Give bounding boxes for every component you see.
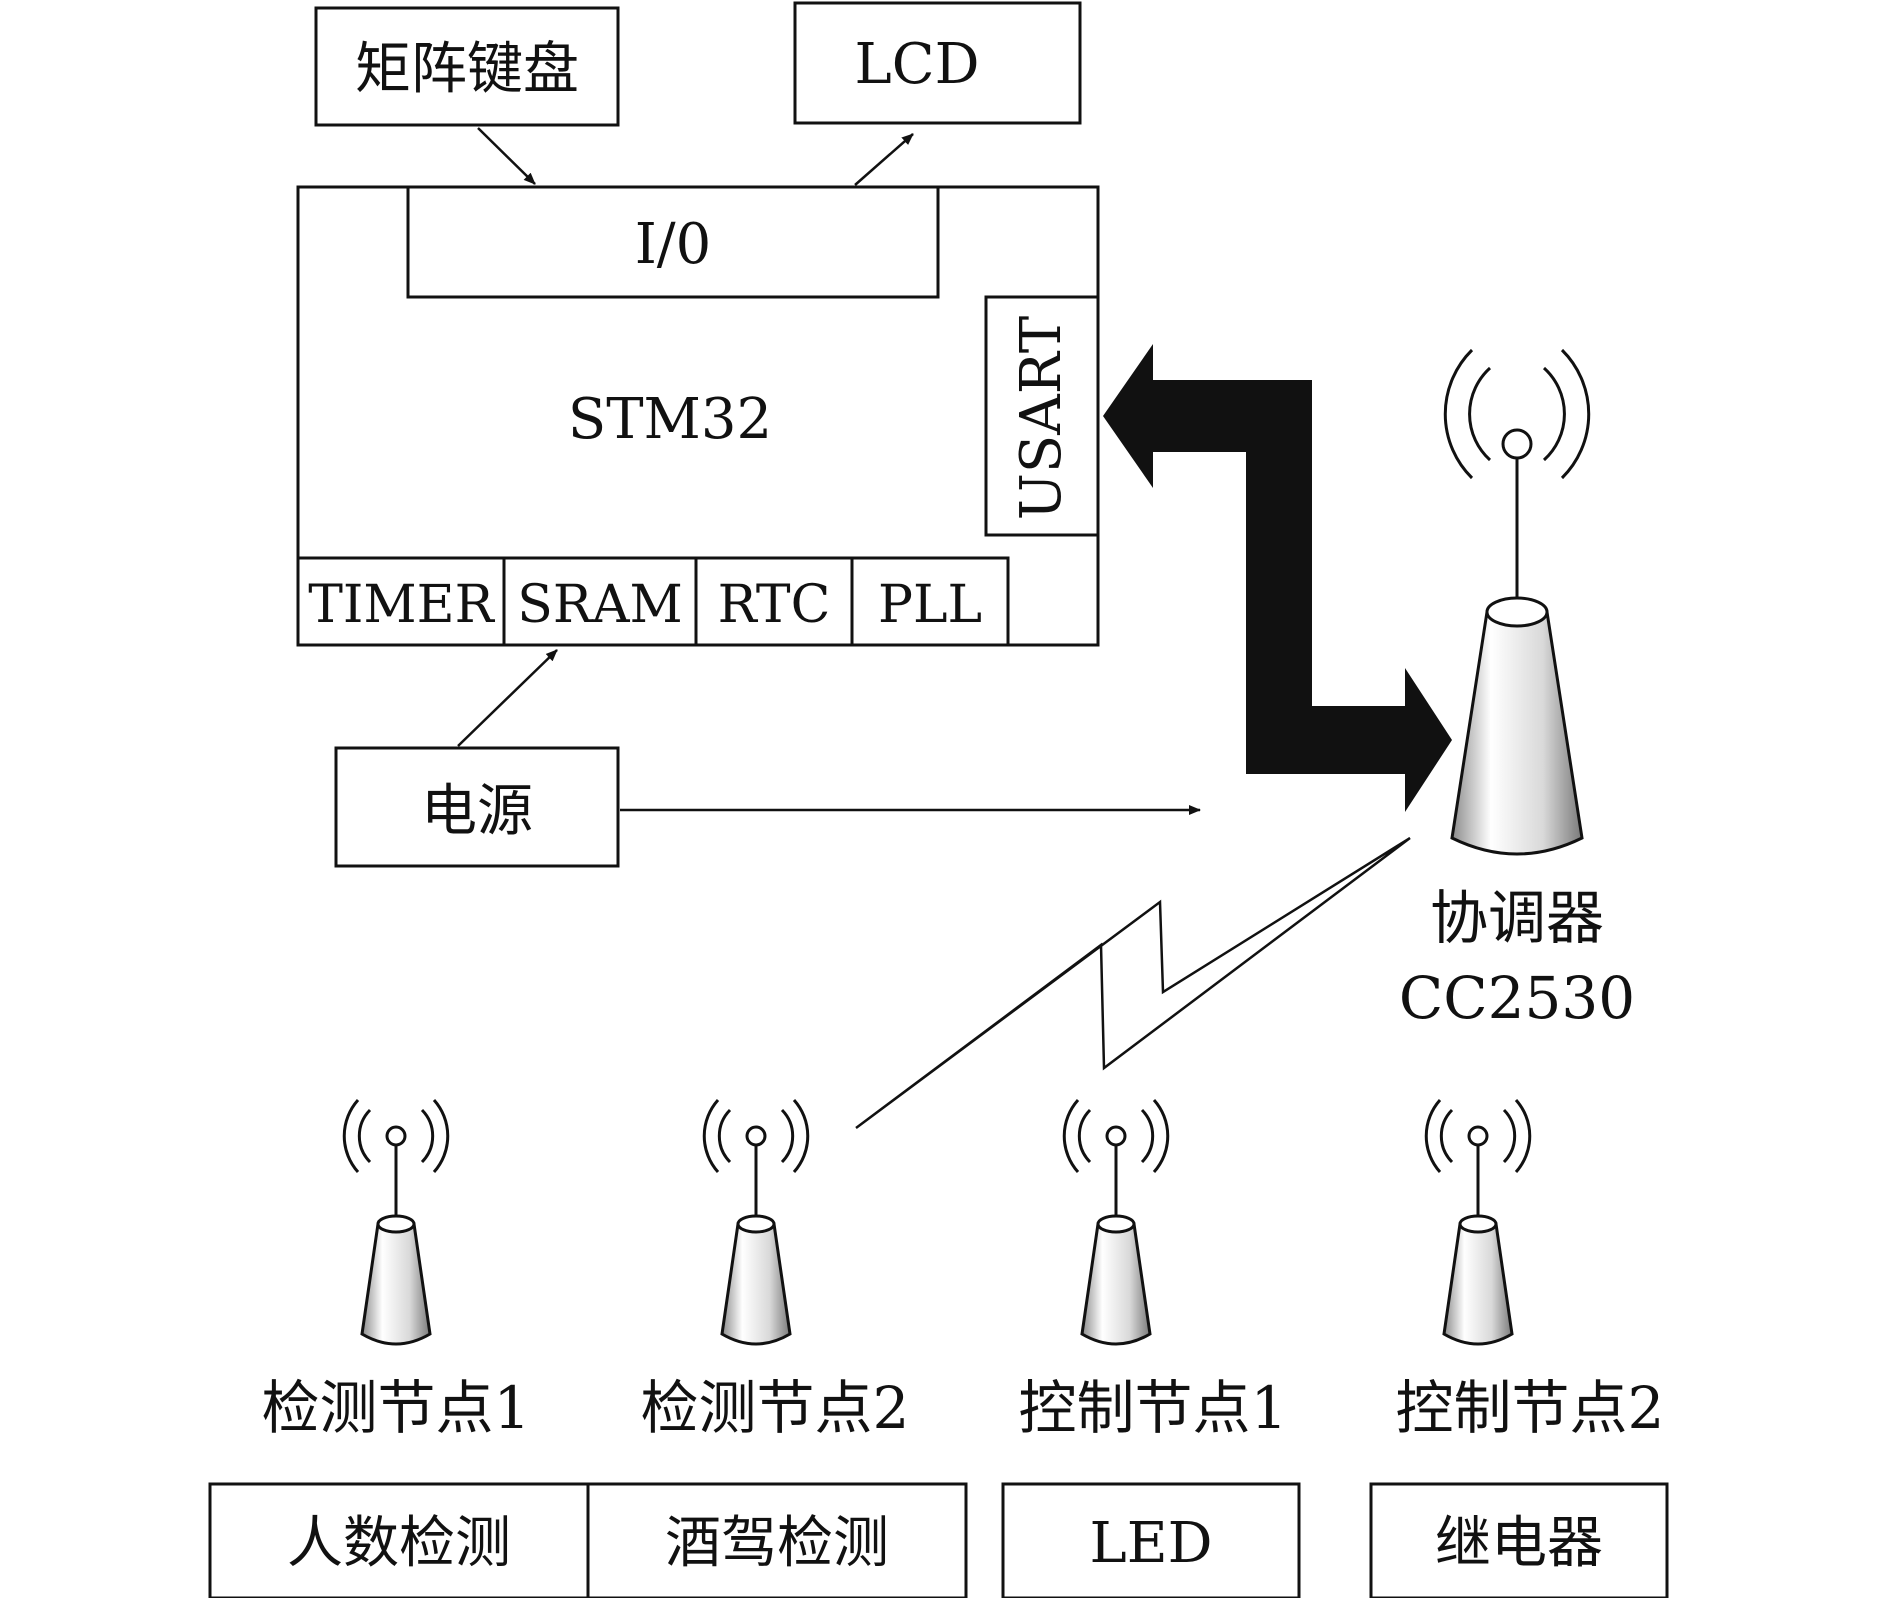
function-led: LED: [1090, 1511, 1213, 1576]
power-box: 电源: [334, 746, 620, 868]
module-row: TIMER SRAM RTC PLL: [296, 556, 1010, 647]
relay-function-box: 继电器: [1369, 1482, 1669, 1598]
stm32-label: STM32: [568, 387, 772, 452]
usart-label: USART: [1009, 316, 1074, 521]
module-sram: SRAM: [517, 575, 683, 635]
node-2-antenna-icon: [702, 1098, 810, 1346]
power-to-sram-arrow: [457, 649, 558, 747]
wireless-link-icon: [855, 836, 1411, 1130]
stm32-block: STM32 I/0 USART TIMER SRAM RTC PLL: [296, 185, 1100, 647]
usart-module: USART: [984, 295, 1100, 537]
function-people-count: 人数检测: [287, 1511, 511, 1576]
node-3-label: 控制节点1: [1019, 1374, 1288, 1442]
led-function-box: LED: [1001, 1482, 1301, 1598]
node-2-label: 检测节点2: [641, 1374, 910, 1442]
keypad-box: 矩阵键盘: [314, 6, 620, 127]
power-label: 电源: [421, 779, 533, 844]
function-relay: 继电器: [1435, 1511, 1603, 1576]
lcd-label: LCD: [855, 32, 980, 97]
usart-bus-arrow: [1103, 344, 1452, 812]
module-rtc: RTC: [718, 575, 831, 635]
coordinator-chip: CC2530: [1399, 964, 1635, 1032]
module-timer: TIMER: [308, 575, 495, 635]
node-3-antenna-icon: [1062, 1098, 1170, 1346]
module-pll: PLL: [878, 575, 982, 635]
node-1-label: 检测节点1: [262, 1374, 531, 1442]
node-4-antenna-icon: [1424, 1098, 1532, 1346]
lcd-box: LCD: [793, 1, 1082, 125]
io-module: I/0: [406, 185, 940, 299]
detection-functions-box: 人数检测 酒驾检测: [208, 1482, 968, 1598]
node-1-antenna-icon: [342, 1098, 450, 1346]
node-4-label: 控制节点2: [1396, 1374, 1665, 1442]
coordinator-name: 协调器: [1430, 884, 1604, 952]
function-drunk-driving: 酒驾检测: [665, 1511, 889, 1576]
coordinator-antenna-icon: [1443, 348, 1591, 856]
keypad-label: 矩阵键盘: [355, 37, 579, 102]
io-label: I/0: [635, 212, 712, 277]
keypad-arrow: [477, 127, 536, 185]
lcd-arrow: [854, 133, 914, 186]
